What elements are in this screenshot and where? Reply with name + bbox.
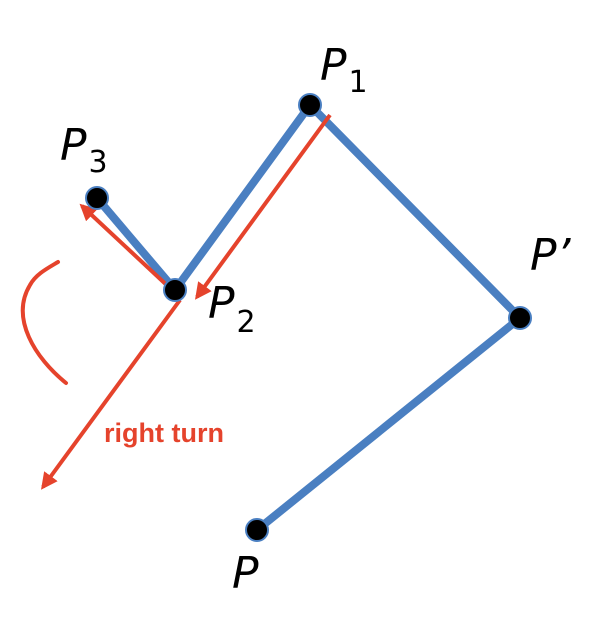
label-p2-letter: P [208, 278, 235, 329]
label-p: P [232, 548, 259, 599]
label-p-prime-mark: ’ [557, 230, 572, 281]
label-p-prime-letter: P [530, 230, 557, 281]
label-p2-sub: 2 [237, 305, 256, 340]
arrow-p2-to-p3 [79, 203, 174, 292]
label-p1: P1 [320, 40, 368, 100]
point-p-prime [508, 306, 532, 330]
right-turn-label: right turn [104, 418, 224, 448]
arrow-extension-right-turn [41, 298, 182, 490]
segment-pprime-p1 [306, 101, 524, 322]
point-p2 [163, 278, 187, 302]
label-p1-letter: P [320, 40, 347, 91]
point-p3 [85, 186, 109, 210]
point-p1 [298, 93, 322, 117]
label-p3: P3 [60, 120, 108, 180]
label-p3-sub: 3 [89, 145, 108, 180]
label-p-prime: P’ [530, 230, 572, 281]
point-p [245, 518, 269, 542]
turn-curve [20, 260, 68, 385]
label-p3-letter: P [60, 120, 87, 171]
label-p1-sub: 1 [349, 65, 368, 100]
segment-p1-p2 [171, 101, 314, 294]
label-p-letter: P [232, 548, 259, 599]
label-p2: P2 [208, 278, 256, 340]
segment-p2-p3 [93, 194, 179, 294]
segment-p-pprime [253, 314, 524, 534]
arrow-p1-to-p2 [195, 113, 332, 300]
